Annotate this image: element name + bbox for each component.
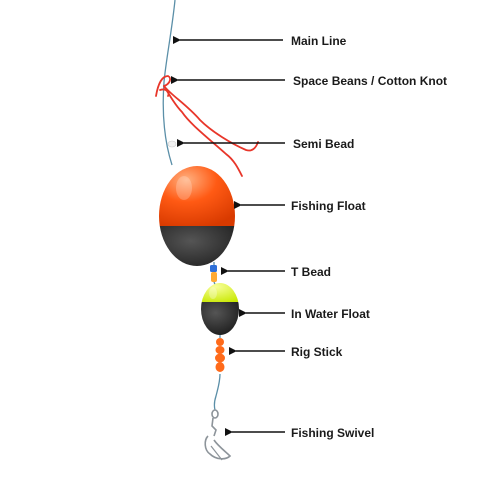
callout-arrows	[171, 36, 285, 436]
label-rig-stick: Rig Stick	[291, 345, 343, 359]
label-main-line: Main Line	[291, 34, 347, 48]
fishing-float	[159, 166, 235, 266]
t-bead	[210, 265, 217, 282]
main-line-upper	[162, 0, 176, 166]
cotton-knot	[155, 75, 259, 177]
rig-stick	[215, 338, 225, 372]
label-fishing-swivel: Fishing Swivel	[291, 426, 375, 440]
label-in-water-float: In Water Float	[291, 307, 370, 321]
fishing-swivel	[204, 409, 232, 461]
in-water-float	[201, 283, 239, 335]
label-space-beans: Space Beans / Cotton Knot	[293, 74, 448, 88]
label-fishing-float: Fishing Float	[291, 199, 366, 213]
semi-bead	[167, 140, 177, 148]
label-semi-bead: Semi Bead	[293, 137, 355, 151]
label-t-bead: T Bead	[291, 265, 332, 279]
